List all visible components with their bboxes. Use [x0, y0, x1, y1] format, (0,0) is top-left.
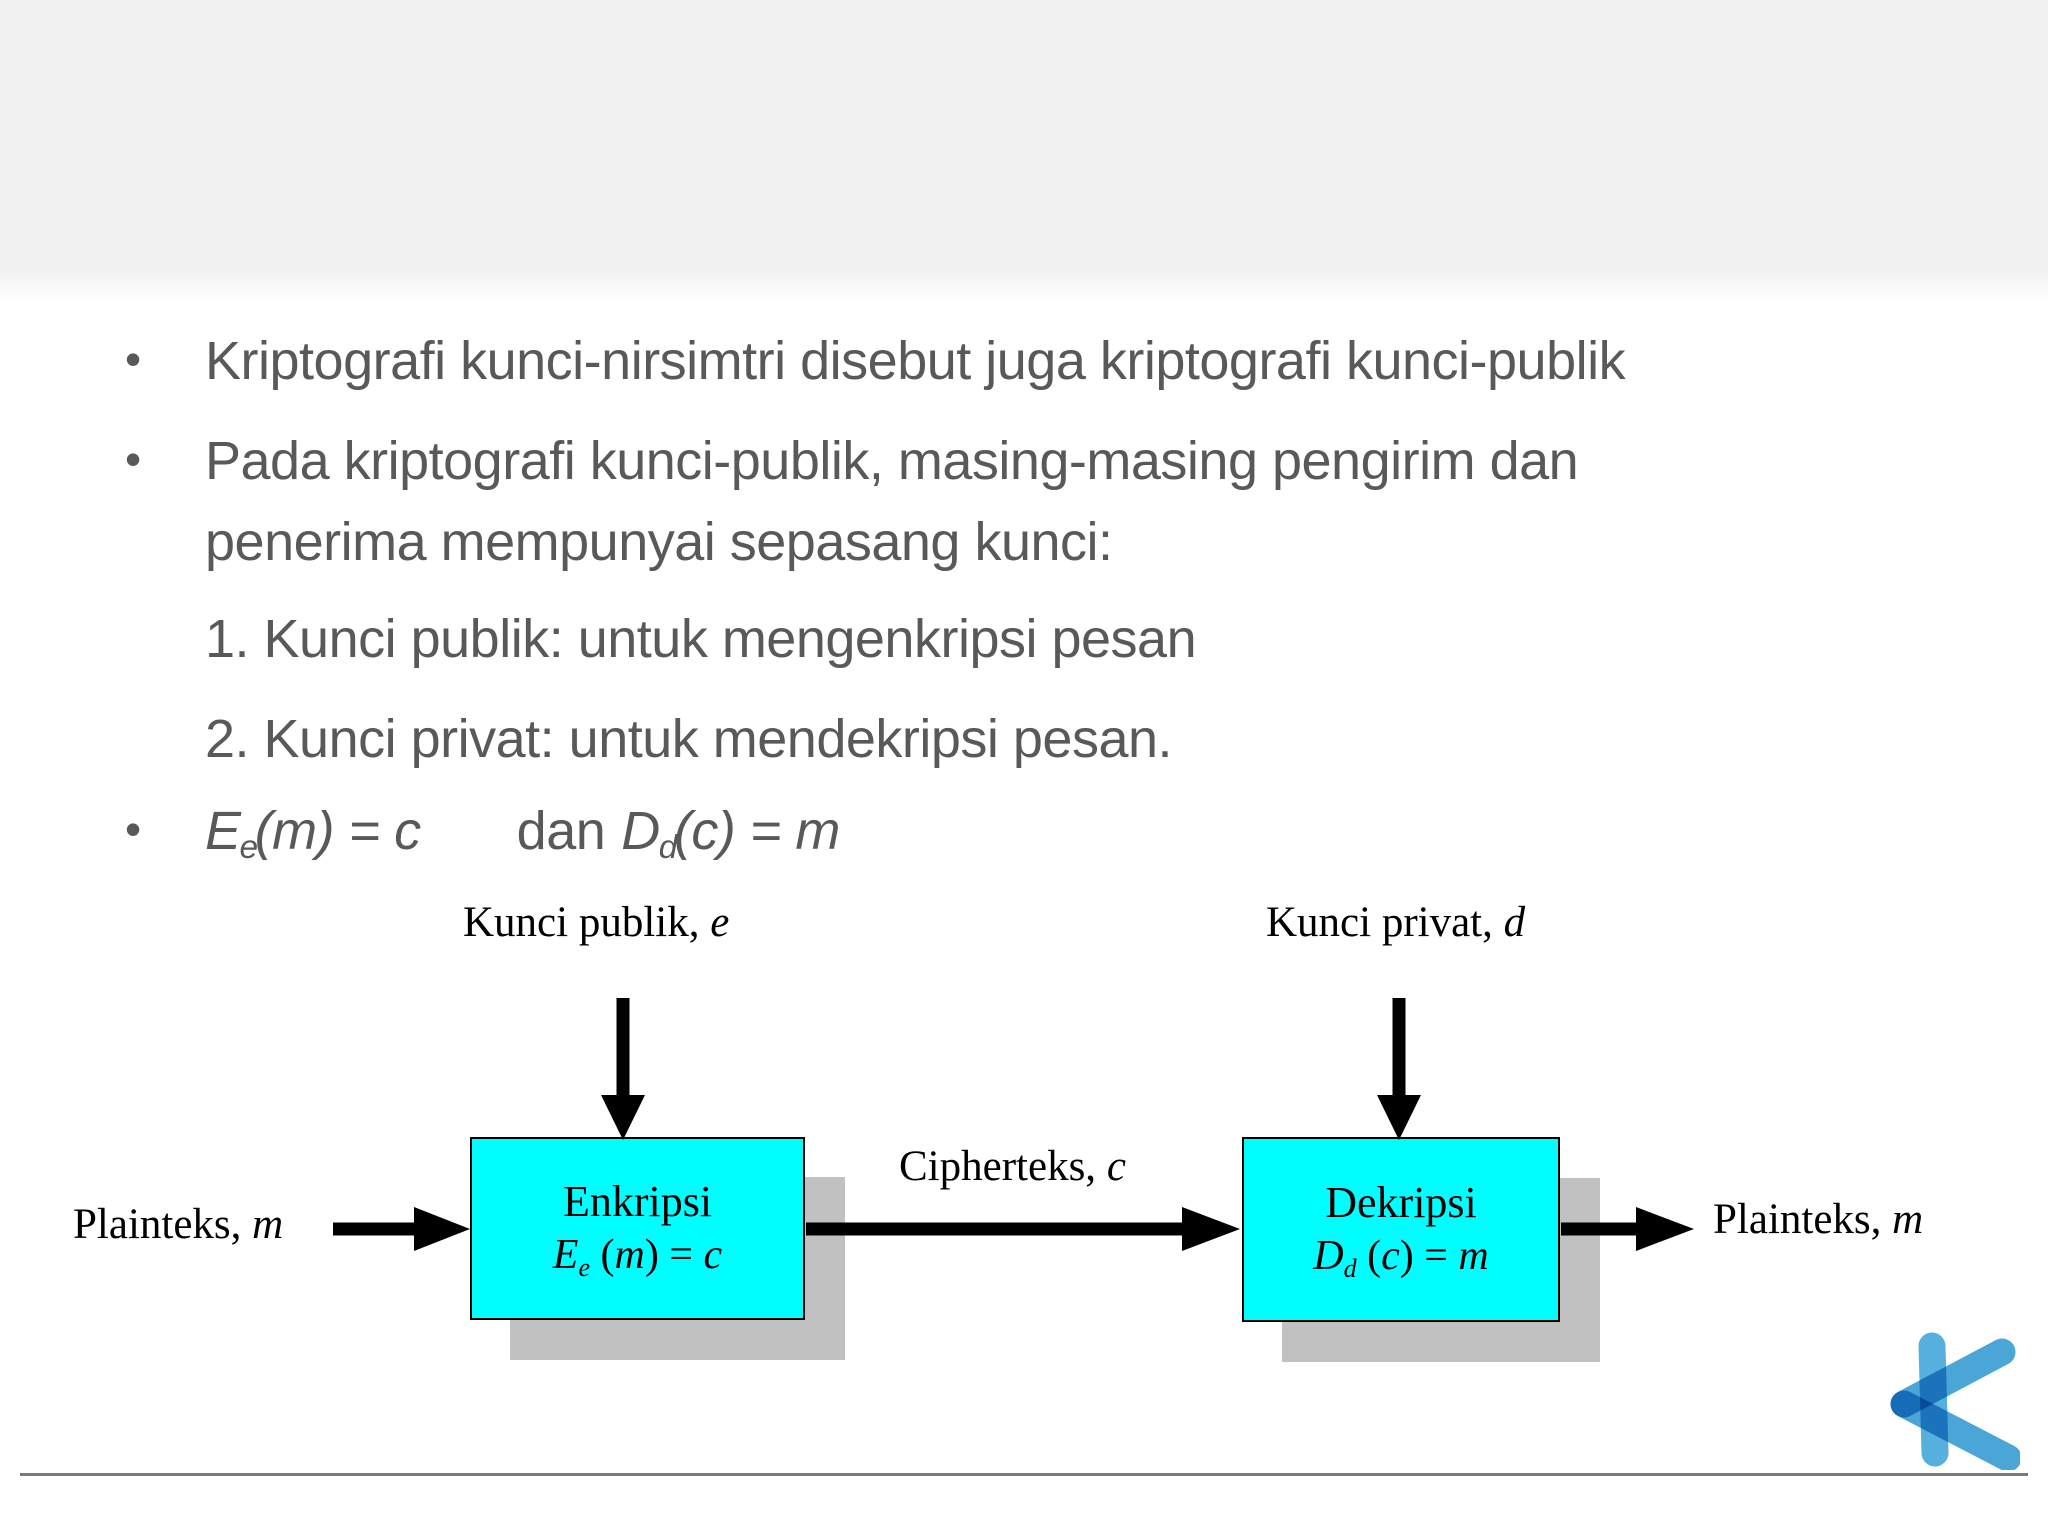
- dec-formula-open: (: [1356, 1232, 1382, 1279]
- label-ciphertext: Cipherteks, c: [899, 1141, 1126, 1193]
- bullet-1-text: Kriptografi kunci-nirsimtri disebut juga…: [205, 331, 1626, 391]
- encryption-box-formula: Ee (m) = c: [553, 1228, 722, 1282]
- label-plaintext-left-text: Plainteks,: [73, 1201, 253, 1248]
- arrow-public-key-down: [601, 998, 645, 1140]
- numbered-item-1: 1. Kunci publik: untuk mengenkripsi pesa…: [205, 606, 1197, 672]
- label-plaintext-right-text: Plainteks,: [1713, 1196, 1893, 1243]
- label-plaintext-left-var: m: [252, 1201, 284, 1248]
- label-plaintext-right: Plainteks, m: [1713, 1194, 1923, 1246]
- bullet-2-text-line-1: Pada kriptografi kunci-publik, masing-ma…: [205, 431, 1579, 491]
- label-public-key: Kunci publik, e: [463, 897, 729, 949]
- formula-dec-subscript: d: [658, 829, 678, 867]
- enc-formula-equals: ) =: [644, 1231, 704, 1278]
- label-ciphertext-var: c: [1106, 1143, 1126, 1190]
- enc-formula-result: c: [703, 1231, 723, 1278]
- label-public-key-text: Kunci publik,: [463, 899, 711, 946]
- enc-formula-var: m: [614, 1231, 645, 1278]
- label-private-key: Kunci privat, d: [1266, 897, 1525, 949]
- label-private-key-var: d: [1503, 899, 1526, 946]
- enc-formula-open: (: [590, 1231, 615, 1278]
- formula-enc-symbol: E: [205, 801, 241, 861]
- arrow-private-key-down: [1377, 998, 1421, 1140]
- formula-dec-rest: (c) = m: [673, 801, 841, 861]
- encryption-box: Enkripsi Ee (m) = c: [470, 1137, 805, 1320]
- enc-formula-subscript: e: [578, 1252, 591, 1282]
- bullet-marker: •: [125, 433, 141, 485]
- encryption-box-title: Enkripsi: [562, 1176, 713, 1226]
- dec-formula-var: c: [1381, 1232, 1400, 1279]
- dec-formula-equals: ) =: [1399, 1232, 1459, 1279]
- bullet-item-2-line-2: penerima mempunyai sepasang kunci:: [205, 509, 1113, 575]
- label-public-key-var: e: [710, 899, 730, 946]
- decryption-box-formula: Dd (c) = m: [1313, 1229, 1489, 1283]
- bullet-marker: •: [125, 803, 141, 855]
- k-chevron-logo-icon: [1890, 1332, 2020, 1470]
- numbered-item-2: 2. Kunci privat: untuk mendekripsi pesan…: [205, 706, 1173, 772]
- arrow-decryption-to-plaintext: [1561, 1207, 1694, 1251]
- arrow-plaintext-to-encryption: [333, 1207, 470, 1251]
- dec-formula-result: m: [1458, 1232, 1489, 1279]
- bullet-2-text-line-2: penerima mempunyai sepasang kunci:: [205, 512, 1113, 572]
- top-band: [0, 0, 2048, 302]
- arrow-ciphertext: [806, 1207, 1240, 1251]
- bullet-item-2-line-1: • Pada kriptografi kunci-publik, masing-…: [125, 428, 1579, 494]
- label-plaintext-left: Plainteks, m: [73, 1199, 283, 1251]
- numbered-item-2-text: 2. Kunci privat: untuk mendekripsi pesan…: [205, 709, 1173, 769]
- formula-enc-rest: (m) = c: [254, 801, 422, 861]
- label-ciphertext-text: Cipherteks,: [899, 1143, 1107, 1190]
- dec-formula-symbol: D: [1313, 1232, 1344, 1279]
- label-private-key-text: Kunci privat,: [1266, 899, 1504, 946]
- formula-dec-symbol: D: [621, 801, 660, 861]
- bullet-marker: •: [125, 333, 141, 385]
- decryption-box: Dekripsi Dd (c) = m: [1242, 1137, 1560, 1322]
- label-plaintext-right-var: m: [1892, 1196, 1924, 1243]
- numbered-item-1-text: 1. Kunci publik: untuk mengenkripsi pesa…: [205, 609, 1197, 669]
- formula-enc-subscript: e: [239, 829, 259, 867]
- bullet-item-1: • Kriptografi kunci-nirsimtri disebut ju…: [125, 328, 1626, 394]
- formula-conjunction: dan: [516, 801, 606, 861]
- enc-formula-symbol: E: [552, 1231, 579, 1278]
- dec-formula-subscript: d: [1343, 1253, 1357, 1283]
- footer-divider-line: [20, 1473, 2028, 1476]
- decryption-box-title: Dekripsi: [1325, 1177, 1477, 1227]
